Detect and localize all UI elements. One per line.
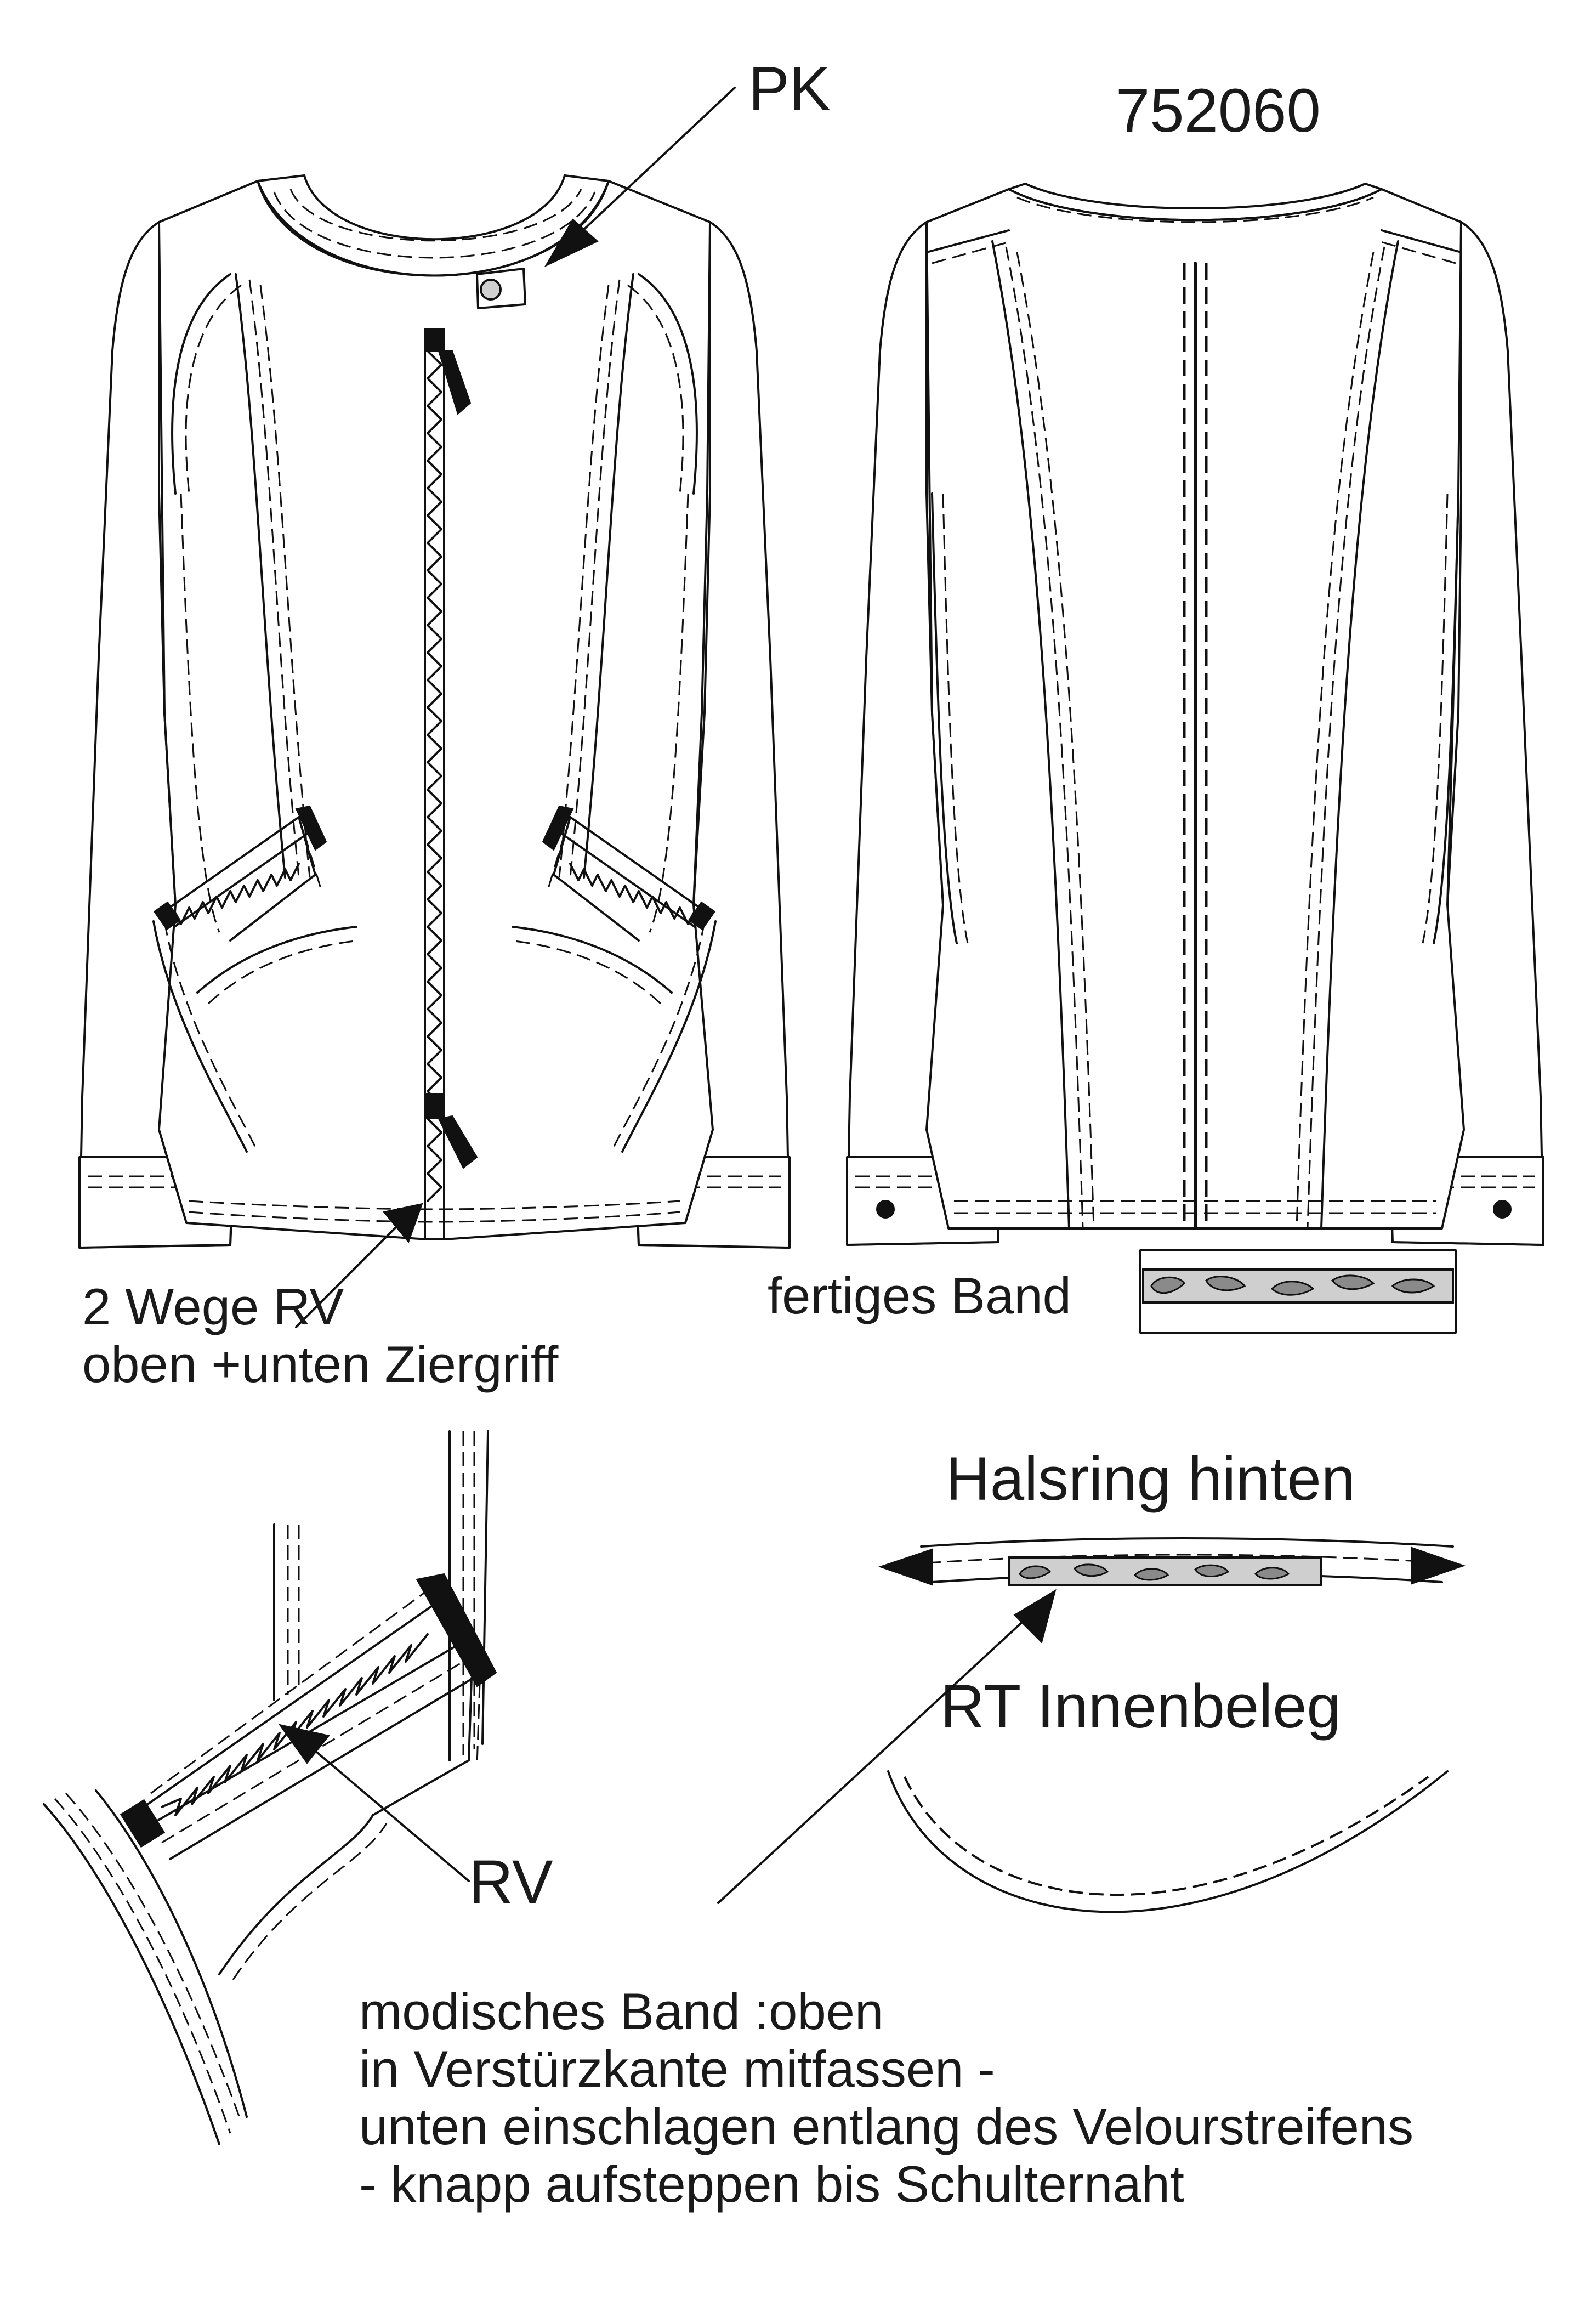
rv-pointer-line — [306, 1743, 470, 1882]
collar-snap — [480, 279, 502, 301]
zipper-pointer-arrow — [383, 1203, 423, 1244]
zipper-note-line1: 2 Wege RV — [82, 1278, 344, 1335]
band-note-line2: in Verstürzkante mitfassen - — [359, 2040, 995, 2098]
pk-label: PK — [748, 54, 830, 123]
rv-pointer-arrow — [278, 1724, 330, 1764]
zipper-note-line2: oben +unten Ziergriff — [82, 1335, 559, 1393]
band-note-line1: modisches Band :oben — [359, 1982, 883, 2040]
band-note-pointer-arrow — [1013, 1589, 1057, 1644]
jacket-front-view — [78, 174, 791, 1249]
pocket-zipper-closeup — [43, 1430, 497, 2145]
inner-facing-label: RT Innenbeleg — [940, 1672, 1341, 1741]
front-collar-band — [257, 174, 610, 277]
pk-pointer-arrow — [544, 218, 599, 268]
back-right-cuff-button — [1493, 1200, 1512, 1219]
neck-back-band-detail — [878, 1537, 1466, 1586]
zipper-pointer-line — [295, 1216, 407, 1328]
band-note-line4: - knapp aufsteppen bis Schulternaht — [359, 2155, 1184, 2213]
band-note-pointer-line — [717, 1603, 1043, 1904]
zipper-top-stop — [424, 328, 445, 352]
left-welt-pocket — [152, 805, 360, 1153]
zipper-bottom-pull — [438, 1115, 478, 1169]
rv-label: RV — [469, 1848, 553, 1916]
neck-back-label: Halsring hinten — [946, 1444, 1355, 1513]
zipper-top-pull — [438, 350, 472, 415]
zipper-bottom-stop — [424, 1093, 445, 1119]
inner-facing-detail — [887, 1770, 1449, 1913]
front-zipper-teeth — [427, 350, 442, 1202]
finished-band-label: fertiges Band — [768, 1267, 1071, 1324]
back-left-cuff-button — [876, 1200, 895, 1219]
finished-band-swatch — [1139, 1249, 1457, 1334]
band-note-line3: unten einschlagen entlang des Velourstre… — [359, 2098, 1413, 2155]
style-number: 752060 — [1116, 76, 1321, 145]
jacket-back-view — [846, 183, 1544, 1246]
right-welt-pocket — [509, 805, 717, 1153]
